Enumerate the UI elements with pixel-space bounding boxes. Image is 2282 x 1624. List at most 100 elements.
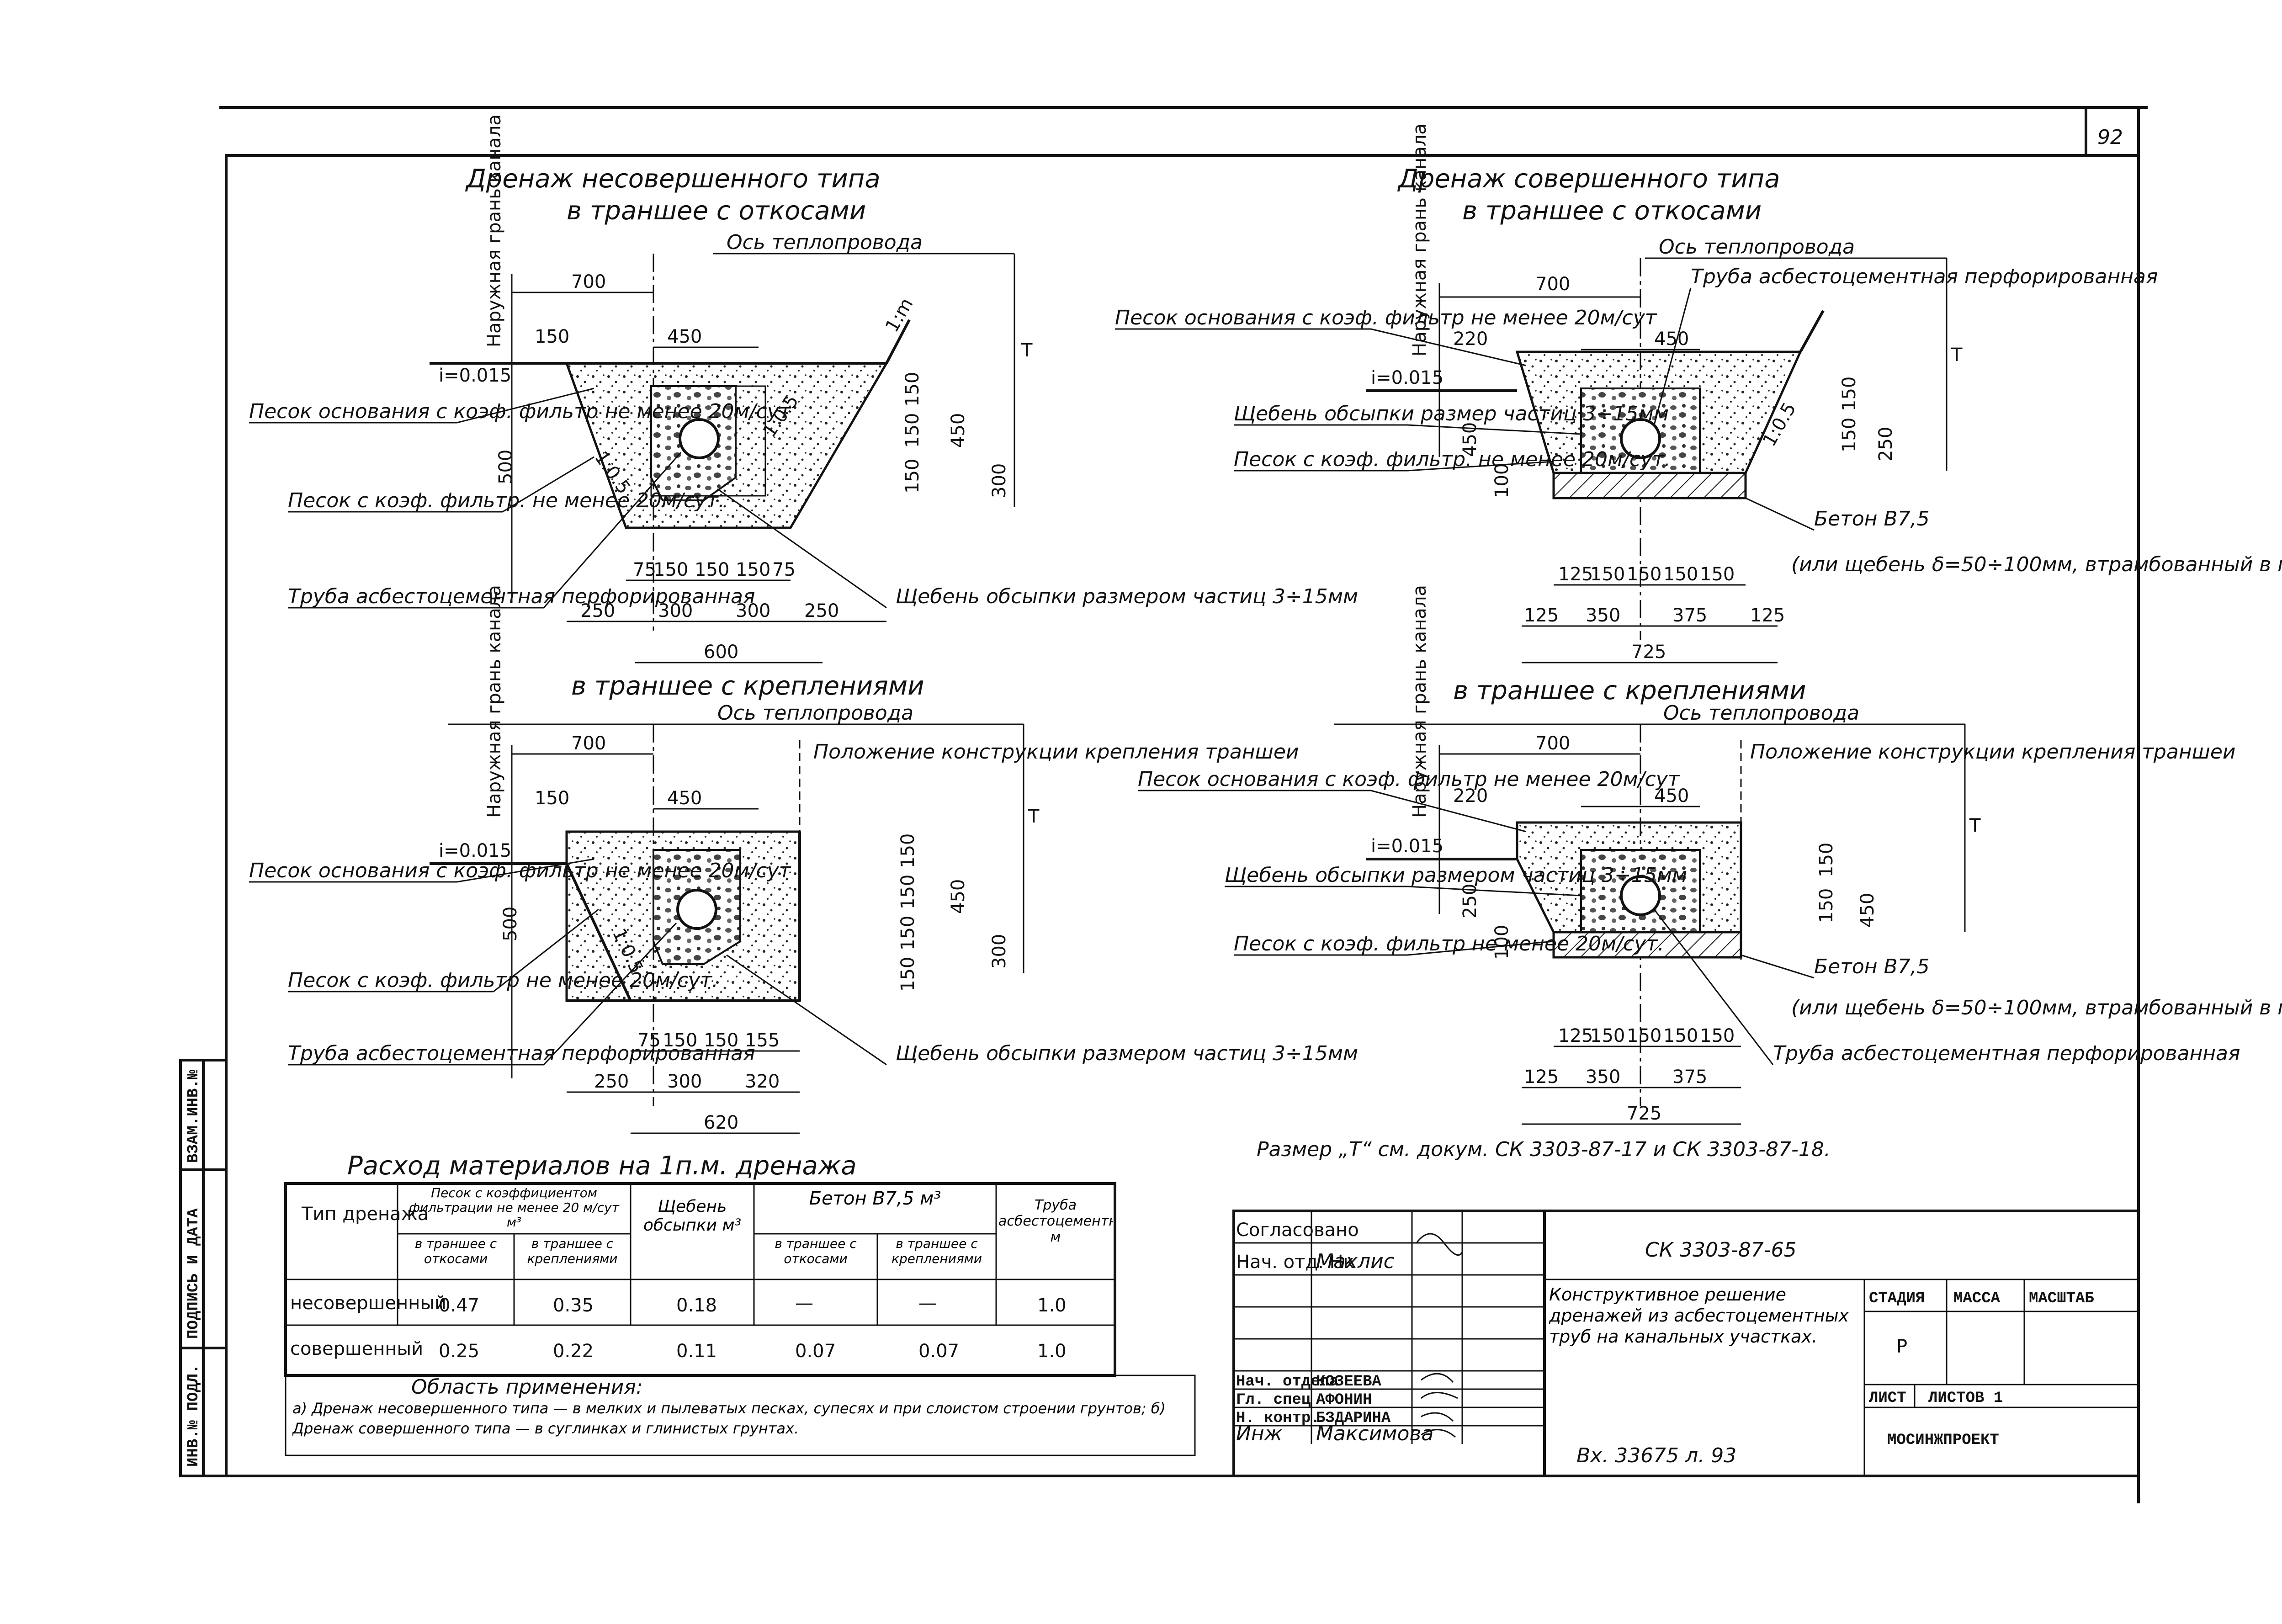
lm-label-pipe: Труба асбестоцементная перфорированная	[288, 1042, 755, 1065]
table-row: несовершенный	[290, 1293, 446, 1314]
title-block: Согласовано Нач. отд. Нк Махлис Нач. отд…	[1232, 1210, 2140, 1477]
lm-b620: 620	[704, 1112, 738, 1133]
rm-axis-label: Ось теплопровода	[1663, 701, 1859, 725]
rt-dim-100: 100	[1491, 463, 1512, 498]
lm-v150c: 150	[897, 916, 918, 950]
rm-dim-T: T	[1969, 815, 1981, 836]
th-type: Тип дренажа	[301, 1204, 429, 1225]
tb-stage: Р	[1896, 1336, 1907, 1357]
lm-v150a: 150	[897, 833, 918, 868]
lm-b75: 75	[637, 1030, 661, 1051]
lt-label-sand-base: Песок основания с коэф. фильтр не менее …	[249, 400, 791, 423]
rm-b125a: 125	[1558, 1025, 1593, 1046]
rm-gravel	[1580, 849, 1701, 933]
size-note: Размер „Т“ см. докум. СК 3303-87-17 и СК…	[1257, 1138, 1831, 1161]
rt-title2: в траншее с откосами	[1462, 196, 1762, 226]
lm-dim-450: 450	[667, 788, 702, 809]
rt-b125b: 125	[1524, 605, 1559, 626]
lm-b320: 320	[745, 1071, 780, 1092]
lm-dim-T: T	[1028, 806, 1040, 827]
lt-dim-700: 700	[571, 271, 606, 292]
tb-role-0: Согласовано	[1236, 1220, 1359, 1241]
lm-dim-700: 700	[571, 733, 606, 754]
lt-title2: в траншее с откосами	[567, 196, 866, 226]
lt-slope-label: 1:m	[881, 295, 918, 336]
tb-role-6: Н. контр.	[1236, 1410, 1320, 1427]
lt-b600: 600	[704, 642, 738, 663]
rt-dim-v250: 250	[1875, 427, 1896, 462]
rt-b150c: 150	[1590, 564, 1625, 585]
lm-wall-label: Наружная грань канала	[484, 585, 505, 818]
table-row: совершенный	[290, 1338, 423, 1359]
rm-b150b: 150	[1627, 1025, 1661, 1046]
lt-dim-150: 150	[535, 326, 569, 347]
rt-dim-T: T	[1951, 345, 1963, 366]
rm-label-sand-base: Песок основания с коэф. фильтр не менее …	[1138, 768, 1680, 791]
drawing-frame	[225, 154, 2140, 1477]
cell-r1-gravel: 0.18	[676, 1295, 717, 1316]
rm-v150b: 150	[1816, 888, 1837, 923]
tb-mass-h: МАССА	[1953, 1290, 2001, 1307]
lt-b300b: 300	[736, 600, 770, 621]
cell-r1-concrete-fix: —	[918, 1293, 937, 1314]
tb-description: Конструктивное решение дренажей из асбес…	[1549, 1284, 1849, 1347]
rm-label-gravel: Щебень обсыпки размером частиц 3÷15мм	[1225, 864, 1687, 887]
lt-label-gravel: Щебень обсыпки размером частиц 3÷15мм	[896, 585, 1358, 608]
lm-dim-h450: 450	[948, 879, 969, 914]
lt-dim-h450: 450	[948, 413, 969, 448]
lt-title1: Дренаж несовершенного типа	[465, 164, 881, 194]
tb-name-6: БЗДАРИНА	[1316, 1410, 1391, 1427]
cell-r2-pipe: 1.0	[1037, 1341, 1067, 1362]
lm-title: в траншее с креплениями	[571, 671, 924, 701]
lm-b150b: 150	[704, 1030, 738, 1051]
lt-dim-v150c: 150	[902, 459, 923, 494]
rt-slope-note: i=0.015	[1371, 367, 1443, 388]
lm-dim-500: 500	[500, 907, 521, 941]
lm-b155: 155	[745, 1030, 780, 1051]
rm-b150a: 150	[1590, 1025, 1625, 1046]
lm-b250: 250	[594, 1071, 629, 1092]
cell-r2-concrete-slopes: 0.07	[795, 1341, 836, 1362]
th-concrete-fix: в траншее с креплениями	[891, 1236, 982, 1266]
rm-b150d: 150	[1700, 1025, 1735, 1046]
lt-dim-300: 300	[989, 463, 1010, 498]
rt-pipe	[1620, 418, 1661, 459]
tb-org: МОСИНЖПРОЕКТ	[1887, 1432, 1999, 1449]
lt-b250b: 250	[804, 600, 839, 621]
rt-label-concrete: Бетон В7,5	[1814, 507, 1930, 531]
diagram-right-mid: в траншее с креплениями Ось теплопровода…	[1138, 585, 2282, 1125]
lt-dim-v150a: 150	[902, 372, 923, 407]
lt-b150a: 150	[653, 559, 688, 580]
cell-r1-pipe: 1.0	[1037, 1295, 1067, 1316]
th-concrete: Бетон В7,5 м³	[809, 1188, 941, 1209]
lm-dim-150: 150	[535, 788, 569, 809]
rt-b725: 725	[1631, 642, 1666, 663]
lt-label-sand-coef: Песок с коэф. фильтр. не менее 20м/сут.	[288, 489, 725, 512]
rt-b350: 350	[1586, 605, 1620, 626]
cell-r1-concrete-slopes: —	[795, 1293, 813, 1314]
cell-r2-gravel: 0.11	[676, 1341, 717, 1362]
tb-name-7: Максимова	[1316, 1422, 1433, 1445]
th-pipe: Труба асбестоцементная м	[998, 1197, 1113, 1245]
lt-b150b: 150	[695, 559, 729, 580]
tb-role-7: Инж	[1236, 1422, 1283, 1445]
rm-pipe	[1620, 875, 1661, 916]
lt-pipe	[679, 418, 720, 459]
rm-label-pipe: Труба асбестоцементная перфорированная	[1773, 1042, 2240, 1065]
cell-r1-sand-slopes: 0.47	[439, 1295, 479, 1316]
rm-b150c: 150	[1663, 1025, 1698, 1046]
materials-table: Расход материалов на 1п.м. дренажа Тип д…	[284, 1151, 1196, 1456]
cell-r2-concrete-fix: 0.07	[918, 1341, 959, 1362]
lt-dim-T: T	[1021, 340, 1033, 361]
lm-slope-note: i=0.015	[439, 840, 511, 861]
cell-r2-sand-slopes: 0.25	[439, 1341, 479, 1362]
lm-label-sand-coef: Песок с коэф. фильтр не менее 20м/сут.	[288, 969, 718, 992]
lt-dim-v150b: 150	[902, 413, 923, 448]
rt-dim-v150b: 150	[1839, 418, 1860, 452]
rt-b150f: 150	[1700, 564, 1735, 585]
th-gravel: Щебень обсыпки м³	[643, 1197, 742, 1235]
diagram-left-top: Дренаж несовершенного типа в траншее с о…	[249, 114, 1358, 663]
diagram-right-top: Дренаж совершенного типа в траншее с отк…	[1115, 123, 2282, 663]
tb-sheet-h: ЛИСТ	[1869, 1390, 1906, 1407]
lm-label-gravel: Щебень обсыпки размером частиц 3÷15мм	[896, 1042, 1358, 1065]
